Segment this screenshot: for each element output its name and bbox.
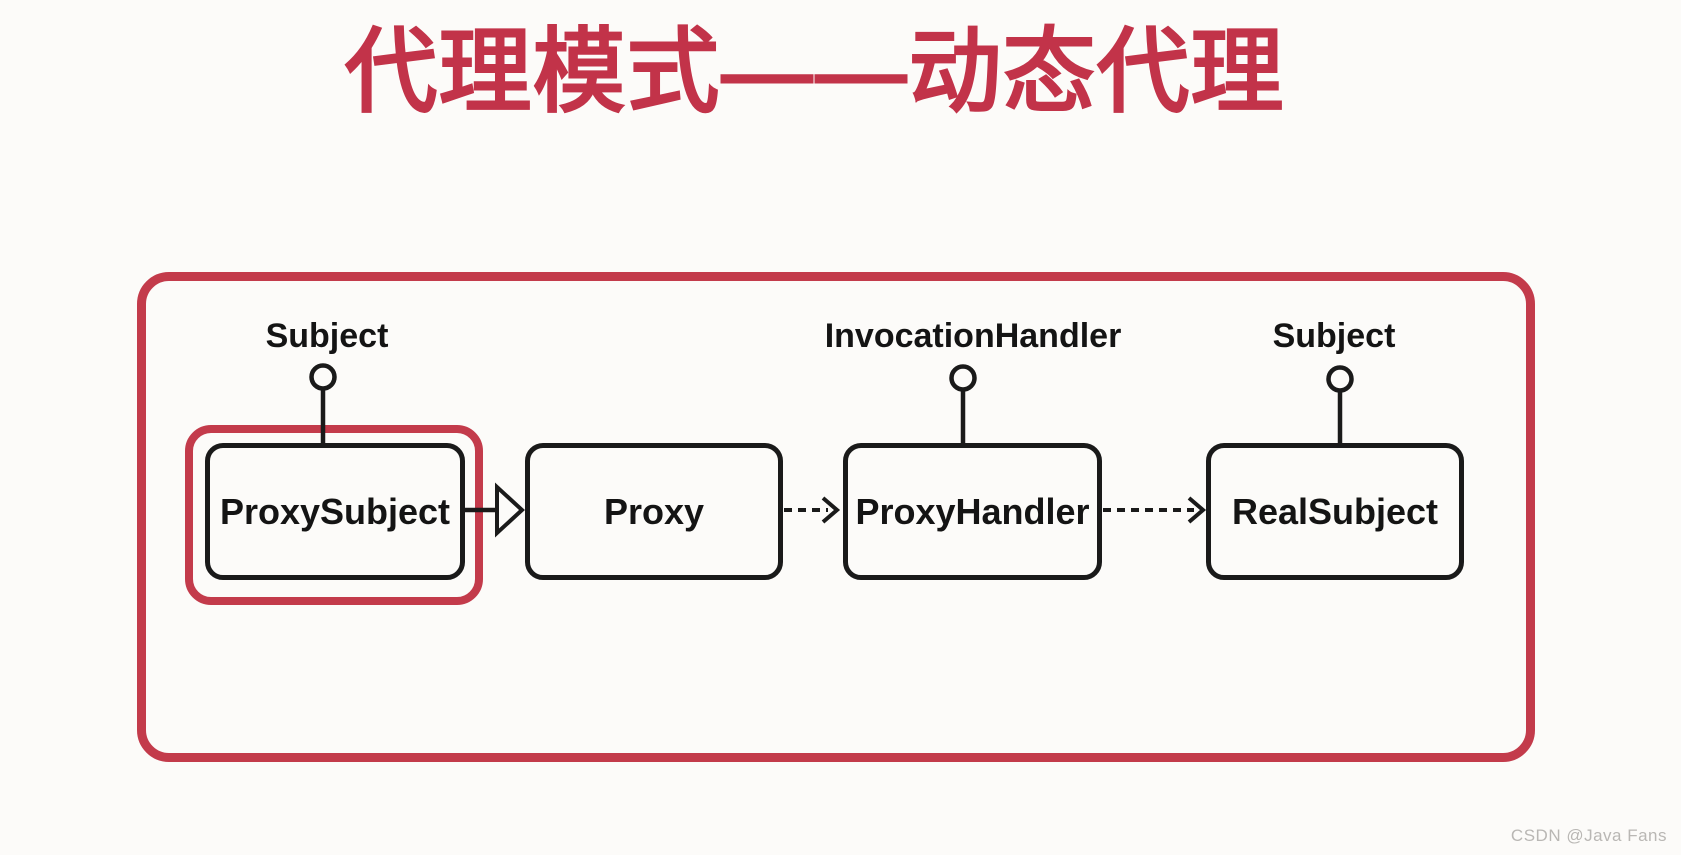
class-box-proxy: Proxy: [525, 443, 783, 580]
class-box-realsubject-label: RealSubject: [1231, 490, 1439, 532]
watermark: CSDN @Java Fans: [1510, 826, 1667, 845]
class-box-proxysubject-label: ProxySubject: [219, 490, 451, 532]
class-box-proxyhandler: ProxyHandler: [843, 443, 1102, 580]
class-box-realsubject: RealSubject: [1206, 443, 1464, 580]
class-box-proxy-label: Proxy: [603, 490, 705, 532]
class-box-proxysubject: ProxySubject: [205, 443, 465, 580]
diagram-frame: [137, 272, 1535, 762]
interface-label-subject-right: Subject: [1272, 317, 1396, 355]
proxysubject-highlight-frame: [185, 425, 483, 605]
interface-label-subject-left: Subject: [265, 317, 389, 355]
class-box-proxyhandler-label: ProxyHandler: [855, 490, 1090, 532]
interface-label-invocationhandler: InvocationHandler: [824, 317, 1122, 355]
page-title: 代理模式——动态代理: [344, 20, 1285, 124]
